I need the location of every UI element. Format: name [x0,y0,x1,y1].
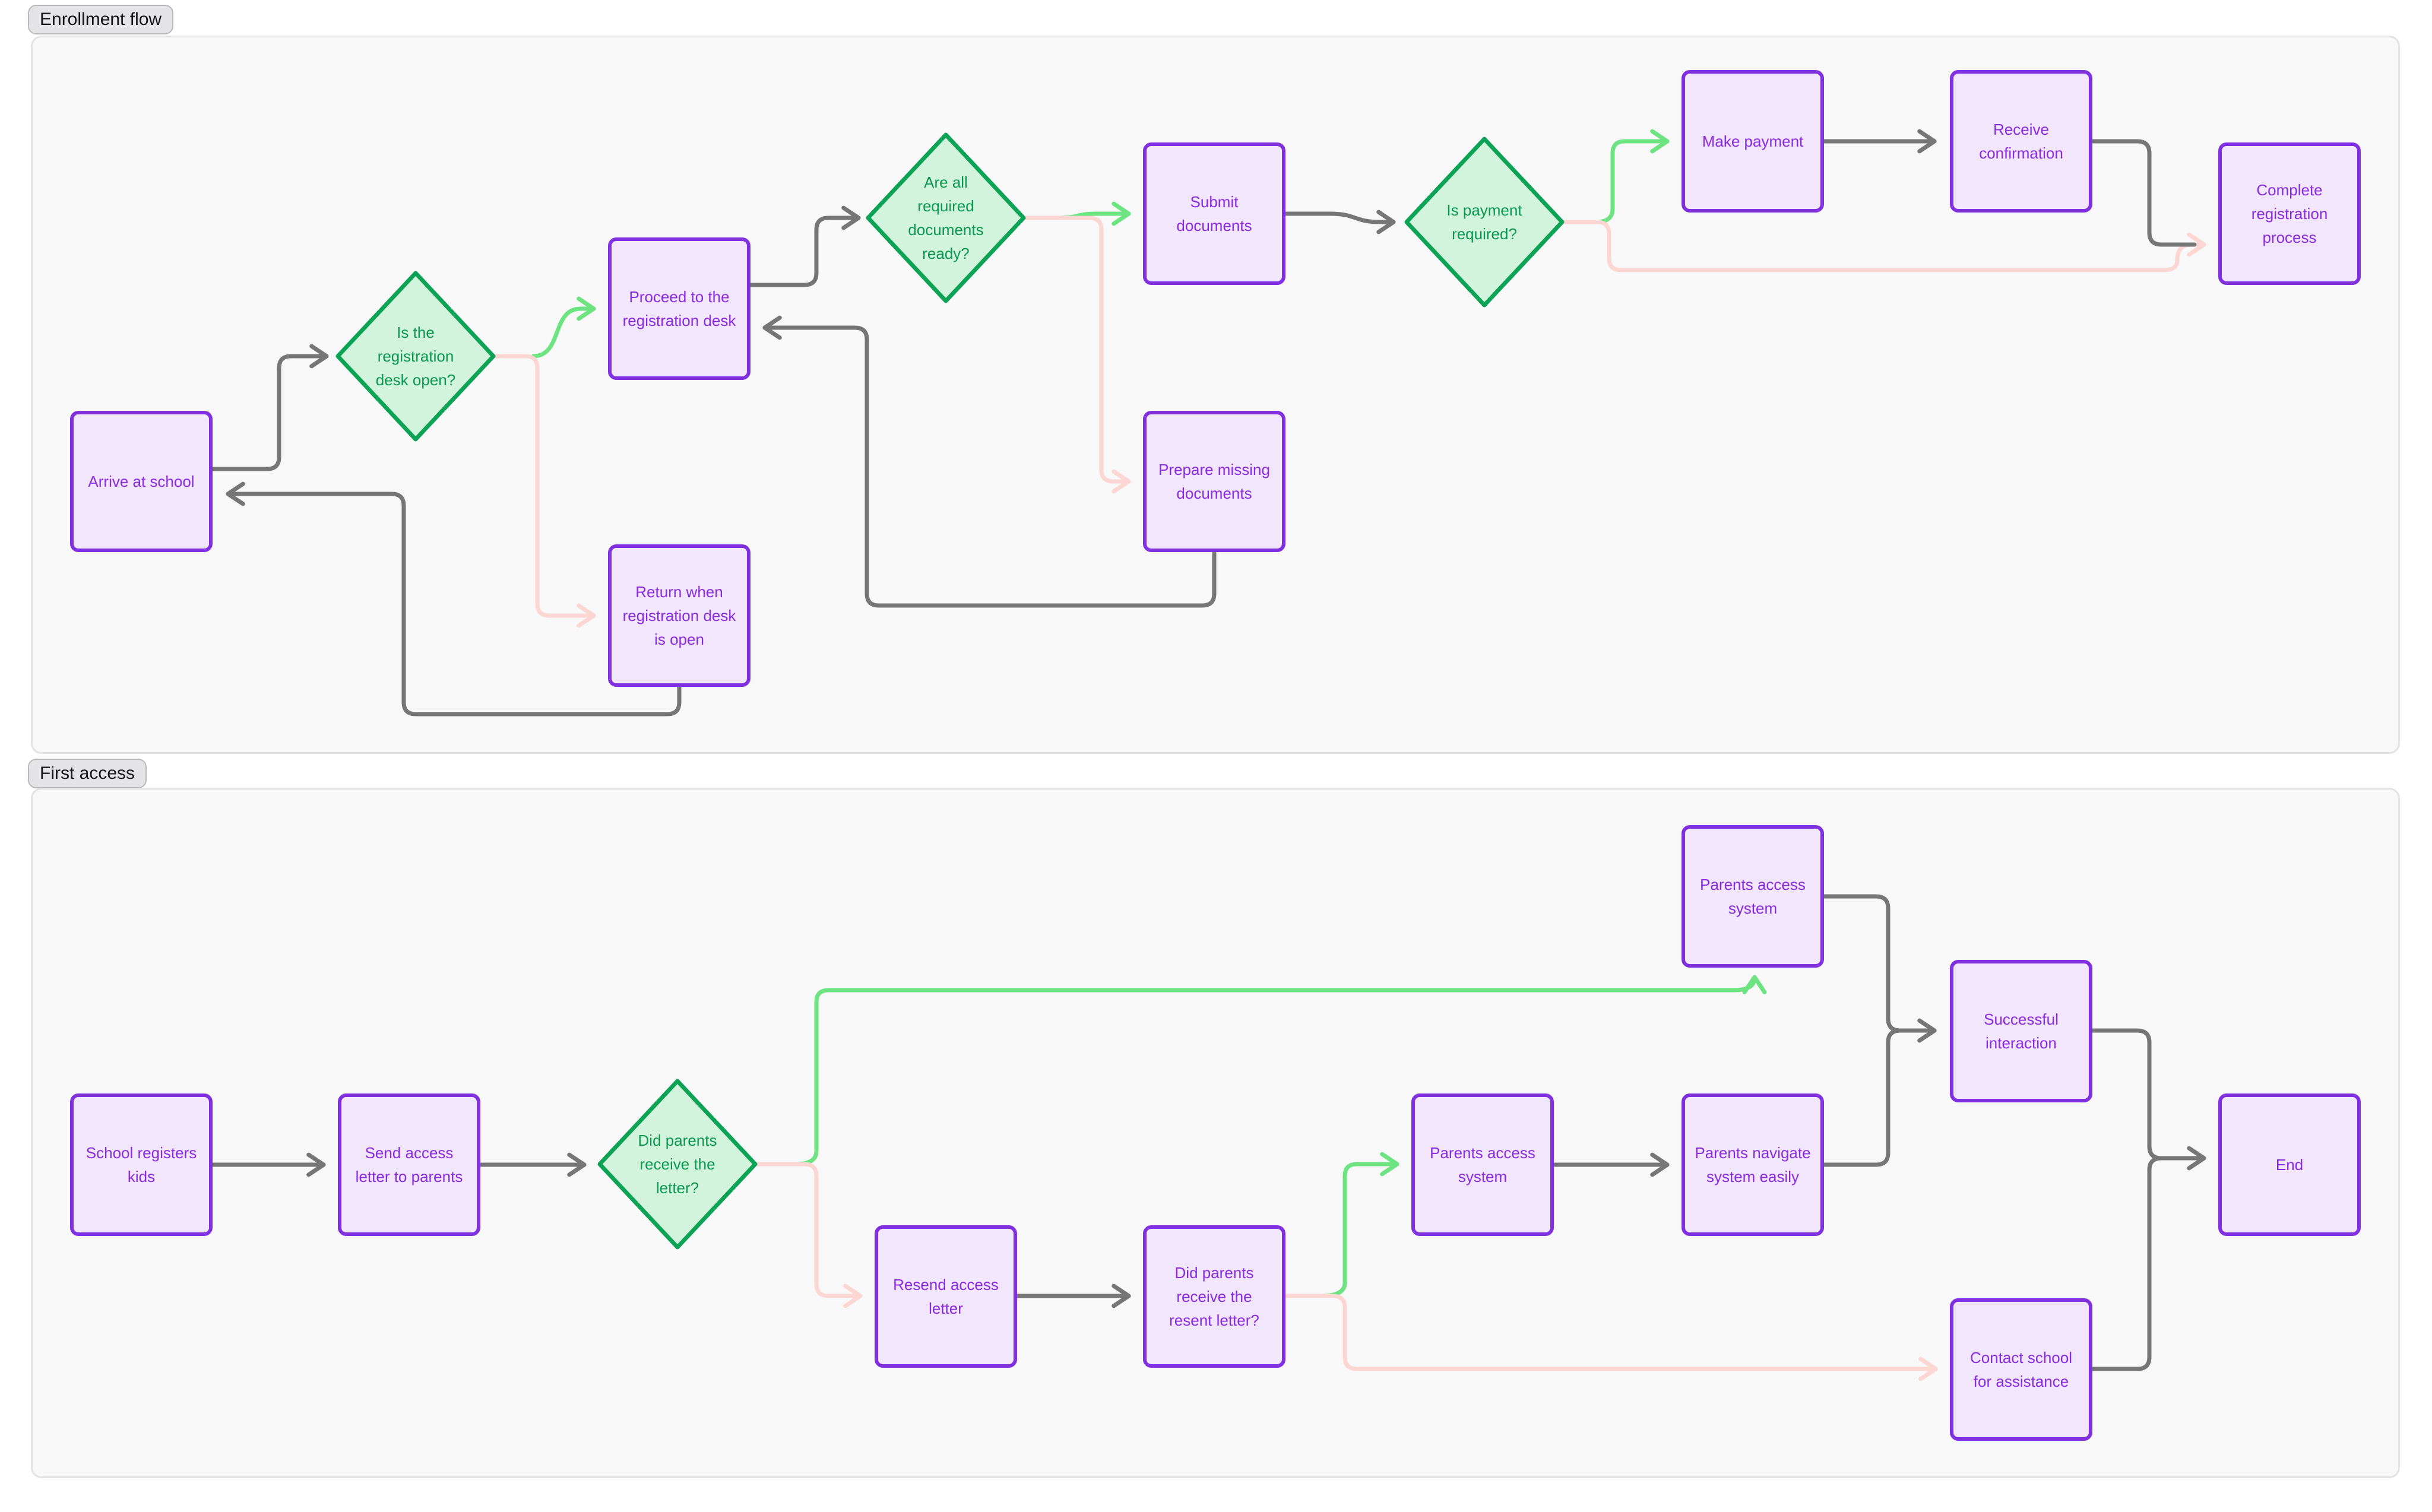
node-label-desk-open: Is the registration desk open? [375,324,456,389]
node-submit-documents[interactable]: Submit documents [1143,142,1285,285]
edge-return-when-open-to-arrive-at-school [226,481,682,717]
edge-arrive-at-school-to-desk-open [210,344,329,471]
edge-contact-school-to-end [2090,1156,2198,1371]
edge-resent-received-to-contact-school [1283,1294,1938,1381]
node-navigate-easily[interactable]: Parents navigate system easily [1682,1093,1824,1236]
edge-proceed-to-desk-to-docs-ready [748,205,861,287]
node-label-docs-ready: Are all required documents ready? [908,173,984,262]
node-complete-registration[interactable]: Complete registration process [2218,142,2361,285]
node-parents-access-2[interactable]: Parents access system [1411,1093,1554,1236]
node-arrive-at-school[interactable]: Arrive at school [70,411,213,552]
node-docs-ready[interactable] [866,132,1026,303]
edge-letter-received-to-resend-letter [753,1162,863,1308]
node-make-payment[interactable]: Make payment [1682,70,1824,213]
edge-resent-received-to-parents-access-2 [1319,1152,1399,1298]
edge-parents-access-1-to-successful-interaction [1822,894,1937,1043]
edge-desk-open-to-return-when-open [491,354,596,628]
edge-payment-required-to-make-payment [1594,129,1670,224]
node-return-when-open[interactable]: Return when registration desk is open [608,544,750,687]
node-parents-access-1[interactable]: Parents access system [1682,825,1824,968]
flow-label-first-access: First access [28,759,147,788]
node-school-registers[interactable]: School registers kids [70,1093,213,1236]
node-desk-open[interactable] [335,271,496,442]
node-successful-interaction[interactable]: Successful interaction [1950,960,2092,1102]
node-contact-school[interactable]: Contact school for assistance [1950,1298,2092,1441]
edge-docs-ready-to-prepare-missing [1021,215,1131,494]
node-receive-confirmation[interactable]: Receive confirmation [1950,70,2092,213]
node-prepare-missing[interactable]: Prepare missing documents [1143,411,1285,552]
flow-label-enrollment: Enrollment flow [28,5,174,34]
edge-payment-required-to-complete-registration [1560,220,2206,272]
node-proceed-to-desk[interactable]: Proceed to the registration desk [608,237,750,380]
edge-desk-open-to-proceed-to-desk [531,296,596,359]
node-label-payment-required: Is payment required? [1446,201,1522,243]
edge-letter-received-to-parents-access-1 [793,975,1767,1167]
edge-submit-documents-to-payment-required [1283,210,1396,234]
node-resent-received[interactable]: Did parents receive the resent letter? [1143,1225,1285,1368]
node-resend-letter[interactable]: Resend access letter [875,1225,1017,1368]
node-send-access-letter[interactable]: Send access letter to parents [338,1093,480,1236]
node-label-letter-received: Did parents receive the letter? [638,1131,717,1197]
edge-prepare-missing-to-proceed-to-desk [762,315,1217,608]
node-payment-required[interactable] [1404,137,1565,308]
edge-successful-interaction-to-end [2090,1028,2206,1171]
node-end[interactable]: End [2218,1093,2361,1236]
edge-navigate-easily-to-successful-interaction [1822,1028,1932,1167]
node-letter-received[interactable] [597,1079,758,1250]
edge-receive-confirmation-to-complete-registration [2090,139,2197,247]
